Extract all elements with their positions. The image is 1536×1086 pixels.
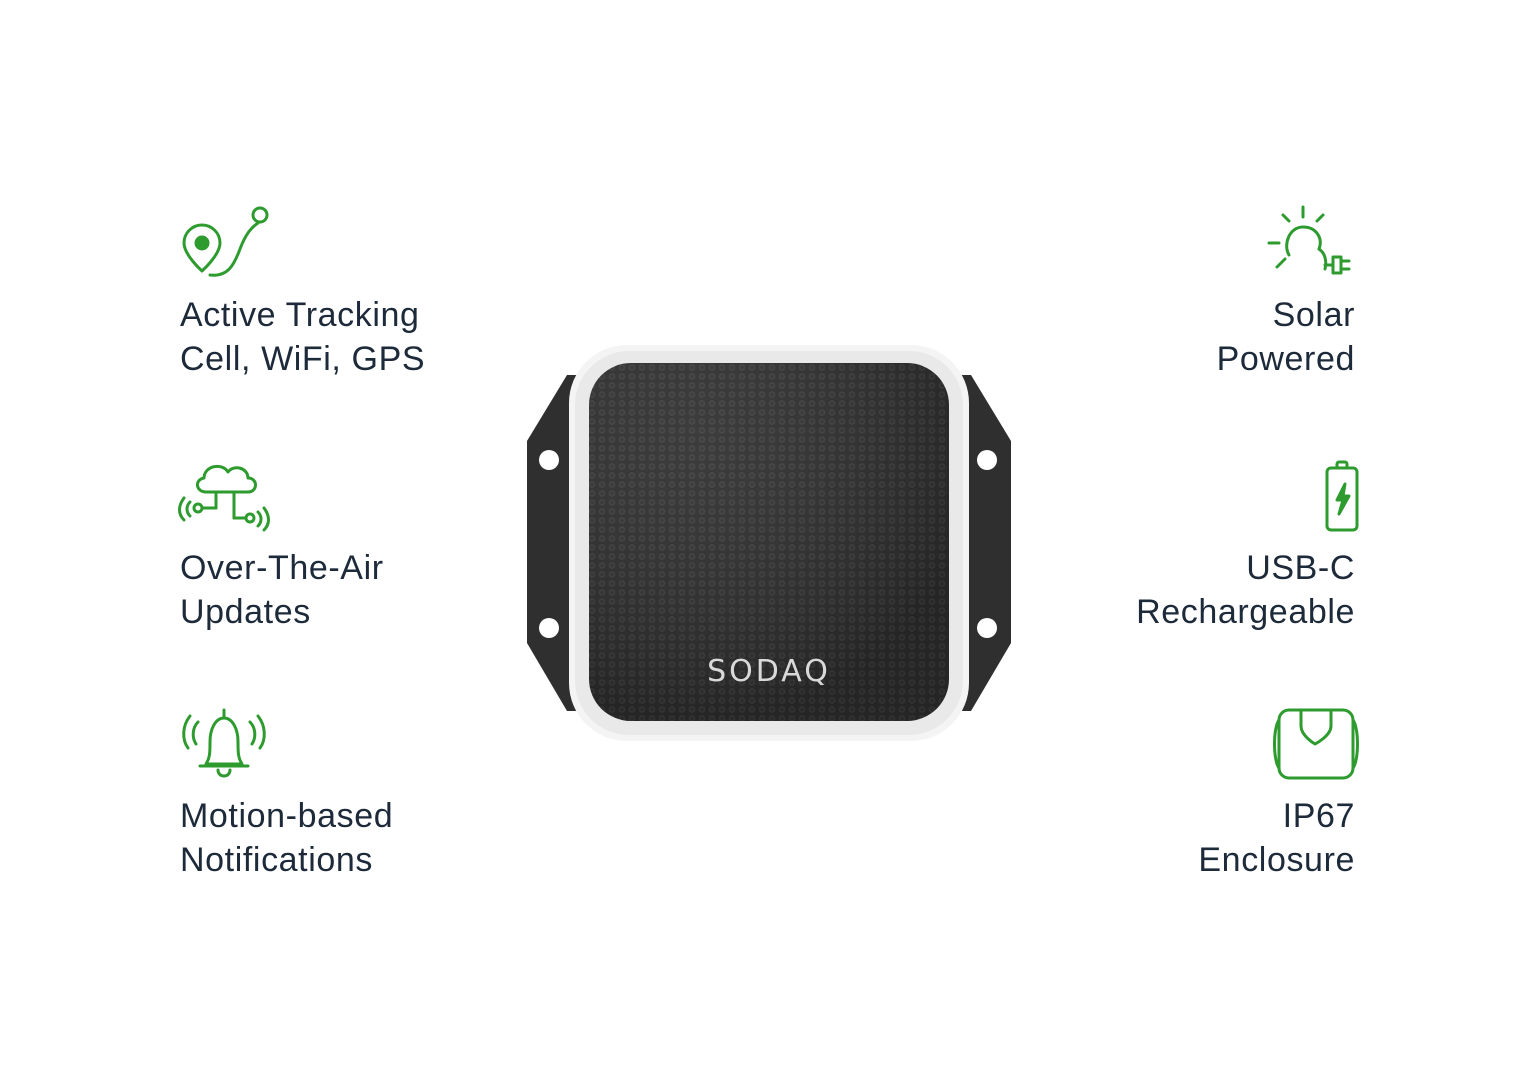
mount-hole xyxy=(977,618,997,638)
feature-subtitle: Notifications xyxy=(180,841,373,879)
feature-solar-powered: Solar Powered xyxy=(995,205,1355,381)
tracker-device-image: SODAQ xyxy=(527,345,1011,741)
cloud-network-icon xyxy=(178,458,276,538)
feature-title: USB-C xyxy=(1246,549,1355,587)
sun-plug-icon xyxy=(1259,205,1355,285)
location-route-icon xyxy=(180,205,276,285)
mount-hole xyxy=(977,450,997,470)
feature-subtitle: Powered xyxy=(1216,340,1355,378)
mount-hole xyxy=(539,618,559,638)
feature-motion-notifications: Motion-based Notifications xyxy=(180,706,540,882)
battery-charging-icon xyxy=(1259,458,1359,538)
feature-title: Over-The-Air xyxy=(180,549,384,587)
mount-hole xyxy=(539,450,559,470)
device-brand: SODAQ xyxy=(707,654,831,689)
ringing-bell-icon xyxy=(180,706,276,786)
feature-usbc-rechargeable: USB-C Rechargeable xyxy=(995,458,1359,634)
feature-title: Solar xyxy=(1272,296,1355,334)
feature-subtitle: Rechargeable xyxy=(1136,593,1355,631)
feature-subtitle: Cell, WiFi, GPS xyxy=(180,340,426,378)
feature-subtitle: Updates xyxy=(180,593,311,631)
feature-active-tracking: Active Tracking Cell, WiFi, GPS xyxy=(180,205,540,381)
feature-title: Motion-based xyxy=(180,797,394,835)
feature-over-the-air: Over-The-Air Updates xyxy=(178,458,540,634)
feature-subtitle: Enclosure xyxy=(1198,841,1355,879)
feature-title: Active Tracking xyxy=(180,296,420,334)
feature-ip67-enclosure: IP67 Enclosure xyxy=(995,706,1359,882)
feature-title: IP67 xyxy=(1282,797,1355,835)
shield-enclosure-icon xyxy=(1259,706,1359,786)
